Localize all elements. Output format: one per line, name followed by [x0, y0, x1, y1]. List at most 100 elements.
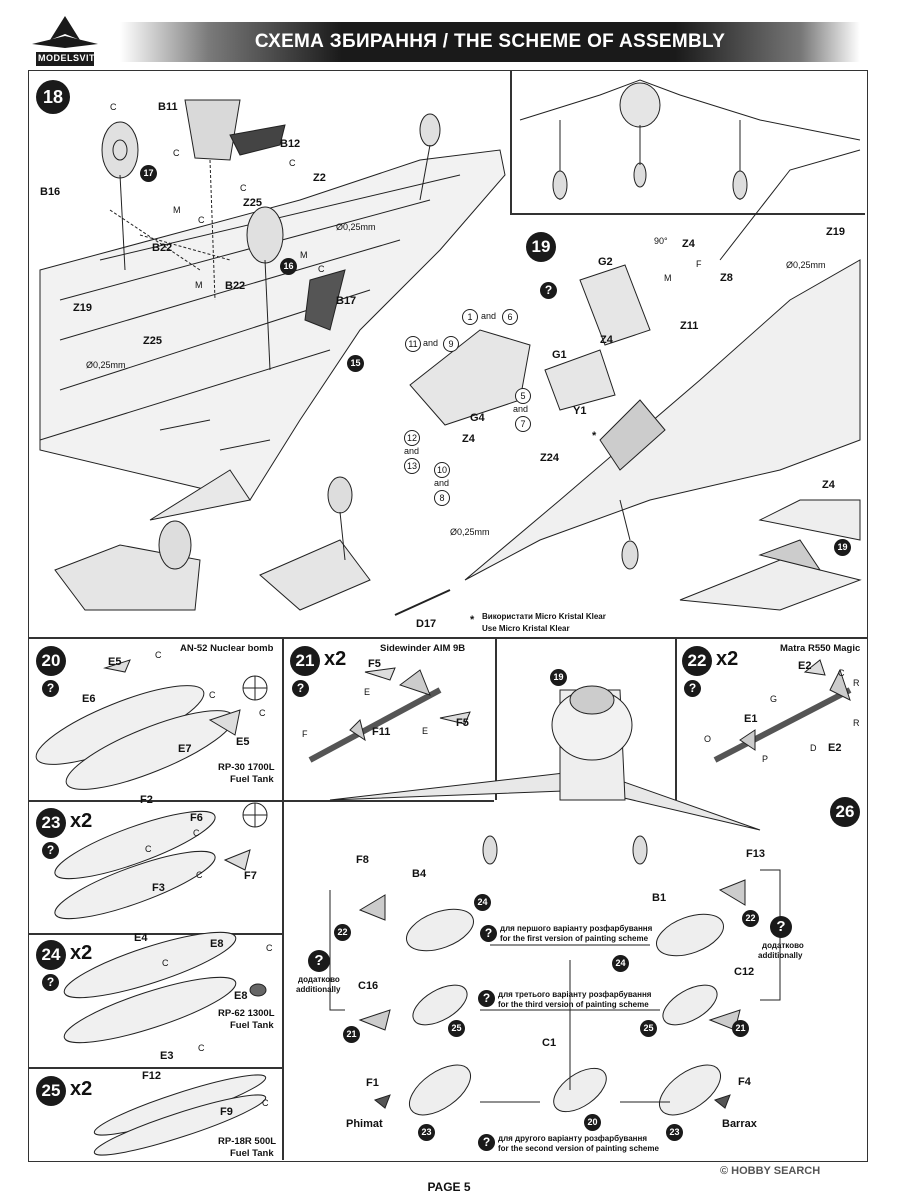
step-21-multiplier: x2 [324, 648, 347, 670]
label-f9: F9 [220, 1106, 233, 1118]
note-additional-right-en: additionally [758, 951, 803, 960]
label-f8: F8 [356, 854, 369, 866]
step-23-subtitle: Fuel Tank [230, 774, 274, 785]
note-additional-left-en: additionally [296, 985, 341, 994]
step-22-badge: 22 [682, 646, 712, 676]
question-19: ? [540, 282, 557, 299]
ref-20: 20 [584, 1114, 601, 1131]
step22-missile-drawing [713, 659, 852, 763]
divider-tanks-2 [28, 933, 282, 935]
label-m-3: M [300, 250, 308, 260]
label-c-5: C [198, 215, 205, 225]
label-e5-a: E5 [108, 656, 122, 668]
label-z4-a: Z4 [682, 238, 695, 250]
step-25-title: RP-18R 500L [218, 1136, 277, 1147]
label-b17: B17 [336, 295, 357, 307]
label-f2: F2 [140, 794, 153, 806]
step26-arrows [329, 869, 781, 1103]
step-23-title: RP-30 1700L [218, 762, 275, 773]
step-24-badge: 24 [36, 940, 66, 970]
label-z8: Z8 [720, 272, 733, 284]
ref-24-right: 24 [612, 955, 629, 972]
page-title: СХЕМА ЗБИРАННЯ / THE SCHEME OF ASSEMBLY [254, 31, 726, 52]
substep-17-badge: 17 [140, 165, 157, 182]
label-e-1: E [364, 687, 371, 697]
label-c-3: C [289, 158, 296, 168]
label-c-2: C [193, 828, 200, 838]
label-e3: E3 [160, 1050, 174, 1062]
label-c-1: C [155, 650, 162, 660]
modelsvit-logo: MODELSVIT [22, 14, 108, 74]
label-phimat: Phimat [346, 1118, 383, 1130]
label-m-2: M [195, 280, 203, 290]
step-25-badge: 25 [36, 1076, 66, 1106]
ref-22-left: 22 [334, 924, 351, 941]
step18-fuselage-drawing [39, 99, 506, 521]
label-and-4: and [404, 446, 420, 456]
label-f5-a: F5 [368, 658, 381, 670]
step21-missile-drawing [308, 667, 471, 763]
label-c-2: C [173, 148, 180, 158]
ref-25-right: 25 [640, 1020, 657, 1037]
part-ref-11: 11 [405, 336, 421, 352]
label-o: O [704, 734, 712, 744]
label-c16: C16 [358, 980, 379, 992]
label-c1: C1 [542, 1037, 557, 1049]
label-b4: B4 [412, 868, 427, 880]
label-e8-b: E8 [234, 990, 248, 1002]
question-scheme-3: ? [478, 990, 495, 1007]
part-ref-13: 13 [404, 458, 420, 474]
label-z19: Z19 [73, 302, 92, 314]
label-z25-b: Z25 [143, 335, 162, 347]
step-20-badge: 20 [36, 646, 66, 676]
page-number: PAGE 5 [427, 1180, 471, 1194]
scheme-3-ua: для третього варіанту розфарбування [498, 990, 652, 999]
label-r-2: R [853, 718, 860, 728]
step23-tank-drawing [54, 802, 268, 920]
label-f11: F11 [372, 726, 391, 738]
step18-wheel-well-drawing [54, 476, 371, 611]
note-additional-left-ua: додатково [298, 975, 340, 984]
part-ref-12: 12 [404, 430, 420, 446]
ref-25-left: 25 [448, 1020, 465, 1037]
label-r-1: R [853, 678, 860, 688]
substep-15-badge: 15 [347, 355, 364, 372]
inset-19-badge: 19 [834, 539, 851, 556]
label-z4-b: Z4 [600, 334, 613, 346]
label-e4: E4 [134, 932, 148, 944]
label-f7: F7 [244, 870, 257, 882]
step-23-multiplier: x2 [70, 810, 93, 832]
label-diameter-1: Ø0,25mm [786, 260, 826, 270]
divider-tanks-1 [28, 800, 494, 802]
label-diameter-1: Ø0,25mm [336, 222, 376, 232]
label-diameter-2: Ø0,25mm [86, 360, 126, 370]
step20-bomb-drawing [35, 659, 268, 790]
label-g2: G2 [598, 256, 613, 268]
label-c12: C12 [734, 966, 755, 978]
part-ref-1: 1 [462, 309, 478, 325]
label-g4: G4 [470, 412, 485, 424]
label-barrax: Barrax [722, 1118, 757, 1130]
label-z24: Z24 [540, 452, 559, 464]
scheme-2-en: for the second version of painting schem… [498, 1144, 659, 1153]
label-z25-a: Z25 [243, 197, 262, 209]
label-f: F [302, 729, 308, 739]
label-b22-a: B22 [152, 242, 173, 254]
label-f13: F13 [746, 848, 765, 860]
divider-v2 [495, 637, 497, 800]
part-ref-10: 10 [434, 462, 450, 478]
question-22: ? [684, 680, 701, 697]
label-m-1: M [173, 205, 181, 215]
ref-23-right: 23 [666, 1124, 683, 1141]
note-star-marker: * [470, 614, 475, 626]
note-additional-right-ua: додатково [762, 941, 804, 950]
question-24: ? [42, 974, 59, 991]
step-25-subtitle: Fuel Tank [230, 1148, 274, 1159]
part-ref-7: 7 [515, 416, 531, 432]
page-frame [28, 70, 868, 1162]
scheme-3-en: for the third version of painting scheme [498, 1000, 649, 1009]
step-24-subtitle: Fuel Tank [230, 1020, 274, 1031]
part-ref-8: 8 [434, 490, 450, 506]
divider-19-box [510, 213, 865, 215]
